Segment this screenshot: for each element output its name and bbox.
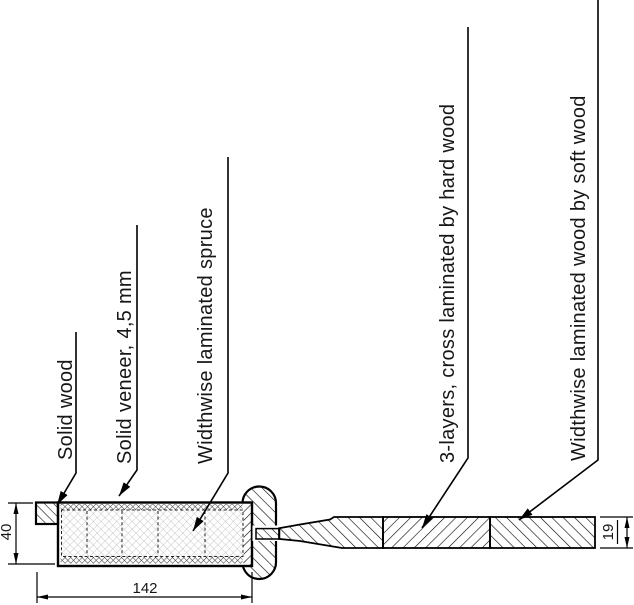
tongue-joint — [252, 525, 281, 541]
board-segment-middle — [382, 516, 491, 549]
dimension-board-thickness: 19 — [600, 524, 617, 541]
leader-solid-wood — [56, 332, 77, 506]
label-soft-wood: Widthwise laminated wood by soft wood — [568, 95, 590, 461]
dimension-lines — [8, 502, 633, 603]
solid-wood-notch — [34, 501, 60, 526]
board-segment-right — [489, 516, 596, 549]
leader-cross-laminated — [421, 27, 469, 529]
leader-solid-veneer — [118, 225, 138, 497]
leader-soft-wood — [518, 0, 599, 521]
lamination-joints — [86, 511, 206, 555]
board-segment-left — [278, 516, 384, 549]
sill-board-section — [278, 516, 596, 549]
label-cross-laminated: 3-layers, cross laminated by hard wood — [437, 104, 459, 463]
dimension-frame-width: 142 — [132, 580, 157, 597]
label-laminated-spruce: Widthwise laminated spruce — [195, 207, 217, 464]
veneer-strip-top — [60, 504, 243, 510]
spruce-core — [61, 509, 244, 557]
label-solid-wood: Solid wood — [55, 359, 77, 460]
veneer-strip-bottom — [60, 556, 243, 564]
leader-laminated-spruce — [192, 157, 229, 532]
leader-lines — [56, 0, 599, 532]
label-solid-veneer: Solid veneer, 4,5 mm — [114, 270, 136, 464]
frame-right-wall — [243, 504, 252, 565]
frame-section — [34, 501, 254, 568]
dimension-frame-height: 40 — [0, 524, 15, 541]
